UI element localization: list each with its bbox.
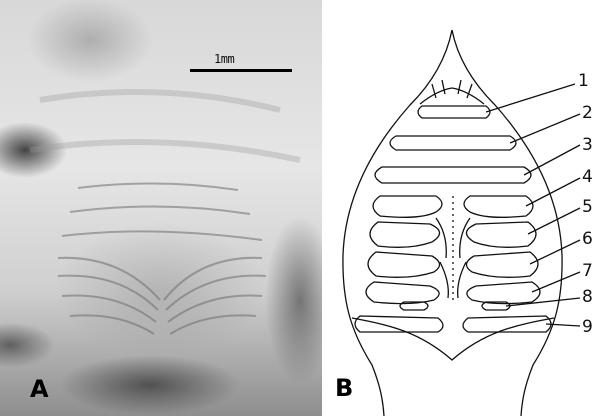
scale-bar-label: 1mm <box>214 52 234 66</box>
panel-label-b: B <box>335 376 353 400</box>
segment-number-1: 1 <box>578 71 589 91</box>
scale-bar <box>190 69 292 72</box>
segment-number-5: 5 <box>582 197 593 217</box>
segment-number-3: 3 <box>582 135 593 155</box>
photograph-segment-lines <box>0 0 322 416</box>
segment-number-4: 4 <box>582 167 593 187</box>
segment-3 <box>375 167 531 183</box>
segment-number-7: 7 <box>582 261 593 281</box>
segment-1 <box>418 106 490 118</box>
segment-number-9: 9 <box>582 317 593 337</box>
schematic-drawing: 1 2 3 4 5 6 7 8 9 <box>322 0 599 416</box>
segment-number-8: 8 <box>582 287 593 307</box>
panel-label-a: A <box>30 377 49 401</box>
segment-number-2: 2 <box>582 103 593 123</box>
segment-number-6: 6 <box>582 229 593 249</box>
photograph-panel: 1mm A <box>0 0 322 416</box>
segment-2 <box>390 136 516 150</box>
